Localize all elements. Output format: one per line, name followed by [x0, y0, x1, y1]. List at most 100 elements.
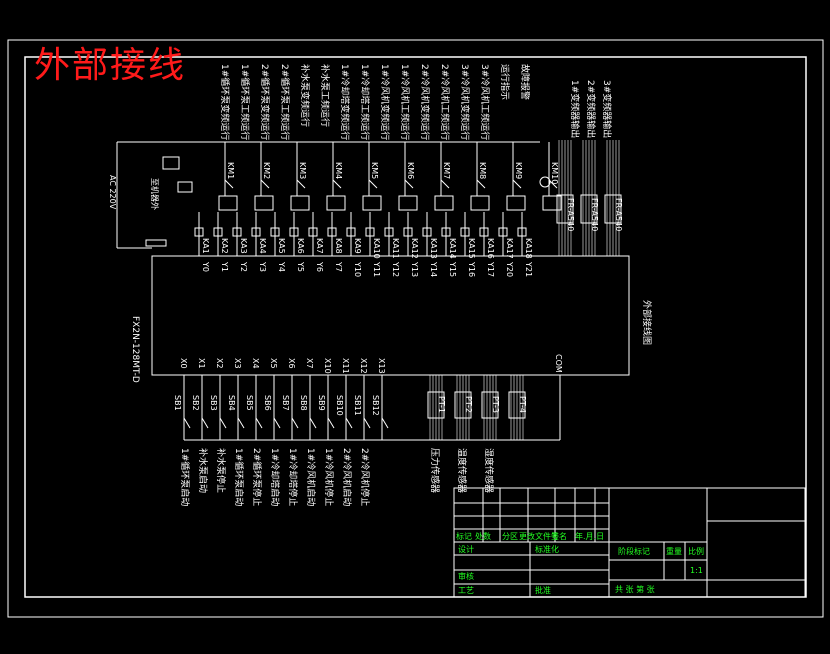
input-switch-contact	[309, 417, 317, 429]
output-relay-coil	[289, 227, 299, 237]
input-terminal-label: X10	[323, 358, 332, 374]
input-switch-label: SB11	[353, 395, 362, 416]
km-label: KM9	[514, 162, 523, 179]
km-coil	[362, 195, 382, 211]
input-description: 补水泵启动	[197, 448, 209, 493]
input-switch-contact	[363, 417, 371, 429]
output-relay-label: KA7	[315, 238, 324, 254]
output-relay-label: KA6	[296, 238, 305, 254]
output-description: 1#冷风机工频运行	[399, 64, 411, 140]
output-terminal-label: Y0	[201, 261, 210, 272]
output-description: 3#冷风机工频运行	[479, 64, 491, 140]
input-switch-label: SB1	[173, 395, 182, 411]
km-coil	[290, 195, 310, 211]
tb-approve: 批准	[535, 585, 551, 595]
output-description: 故障报警	[519, 64, 531, 100]
output-terminal-label: Y6	[315, 261, 324, 272]
input-switch-label: SB5	[245, 395, 254, 411]
input-description: 2#冷风机停止	[359, 448, 371, 506]
tb-scale: 比例	[688, 546, 704, 556]
tb-scale-value: 1:1	[690, 566, 703, 575]
km-label: KM2	[262, 162, 271, 179]
output-terminal-label: Y4	[277, 261, 286, 272]
tb-sheet-info: 共 张 第 张	[615, 584, 655, 594]
inverter-label: FR-A540	[590, 198, 599, 231]
input-switch-label: SB4	[227, 395, 236, 411]
sensor-label: PT-2	[464, 396, 473, 413]
plc-com-label: COM	[554, 354, 563, 373]
output-relay-label: KA3	[239, 238, 248, 254]
power-fuse	[145, 239, 167, 247]
output-terminal-label: Y7	[334, 261, 343, 272]
input-description: 1#冷风机停止	[323, 448, 335, 506]
km-contact	[440, 179, 450, 189]
output-relay-label: KA4	[258, 238, 267, 254]
km-coil	[218, 195, 238, 211]
output-relay-coil	[232, 227, 242, 237]
output-description: 1#循环泵变频运行	[219, 64, 231, 140]
input-switch-label: SB10	[335, 395, 344, 416]
tb-header-cell: 处数	[475, 531, 491, 541]
tb-header-cell: 签名	[551, 531, 567, 541]
input-switch-contact	[201, 417, 209, 429]
output-description: 3#冷风机变频运行	[459, 64, 471, 140]
output-relay-label: KA18	[524, 238, 533, 259]
km-contact	[224, 179, 234, 189]
input-switch-label: SB9	[317, 395, 326, 411]
input-switch-label: SB7	[281, 395, 290, 411]
output-terminal-label: Y2	[239, 261, 248, 272]
output-description: 1#循环泵工频运行	[239, 64, 251, 140]
input-description: 1#循环泵启动	[233, 448, 245, 506]
output-relay-coil	[346, 227, 356, 237]
output-terminal-label: Y3	[258, 261, 267, 272]
tb-stage-mark: 阶段标记	[618, 546, 650, 556]
output-relay-label: KA8	[334, 238, 343, 254]
output-description: 2#循环泵工频运行	[279, 64, 291, 140]
input-terminal-label: X13	[377, 358, 386, 374]
output-terminal-label: Y10	[353, 261, 362, 277]
output-relay-label: KA16	[486, 238, 495, 259]
input-switch-contact	[327, 417, 335, 429]
km-coil	[326, 195, 346, 211]
input-switch-contact	[237, 417, 245, 429]
km-label: KM8	[478, 162, 487, 179]
output-relay-coil	[365, 227, 375, 237]
km-contact	[296, 179, 306, 189]
km-coil	[542, 195, 562, 211]
km-contact	[512, 179, 522, 189]
output-relay-label: KA1	[201, 238, 210, 254]
inverter-description: 1#变频器输出	[569, 80, 581, 138]
km-label: KM7	[442, 162, 451, 179]
input-switch-label: SB12	[371, 395, 380, 416]
plc-diagram-label: 外部接线图	[641, 300, 653, 345]
input-terminal-label: X4	[251, 358, 260, 369]
sensor-description: 湿度传感器	[483, 448, 495, 493]
sensor-description: 压力传感器	[429, 448, 441, 493]
output-relay-coil	[327, 227, 337, 237]
sensor-label: PT-4	[518, 396, 527, 413]
output-terminal-label: Y17	[486, 261, 495, 277]
output-description: 补水泵变频运行	[299, 64, 311, 127]
km-contact	[260, 179, 270, 189]
page-title: 外部接线	[34, 45, 187, 86]
output-relay-coil	[384, 227, 394, 237]
output-terminal-label: Y12	[391, 261, 400, 277]
input-switch-label: SB3	[209, 395, 218, 411]
output-relay-label: KA17	[505, 238, 514, 259]
tb-header-cell: 年.月.日	[575, 531, 604, 541]
output-relay-label: KA2	[220, 238, 229, 254]
output-description: 运行指示	[499, 64, 511, 100]
power-relay	[177, 181, 193, 193]
tb-review: 审核	[458, 571, 474, 581]
power-voltage: AC 220V	[108, 175, 117, 210]
input-switch-contact	[273, 417, 281, 429]
km-label: KM3	[298, 162, 307, 179]
input-switch-contact	[255, 417, 263, 429]
output-description: 2#冷风机工频运行	[439, 64, 451, 140]
output-relay-coil	[441, 227, 451, 237]
tb-header-cell: 标记	[456, 531, 472, 541]
output-relay-coil	[422, 227, 432, 237]
input-terminal-label: X2	[215, 358, 224, 369]
input-terminal-label: X0	[179, 358, 188, 369]
